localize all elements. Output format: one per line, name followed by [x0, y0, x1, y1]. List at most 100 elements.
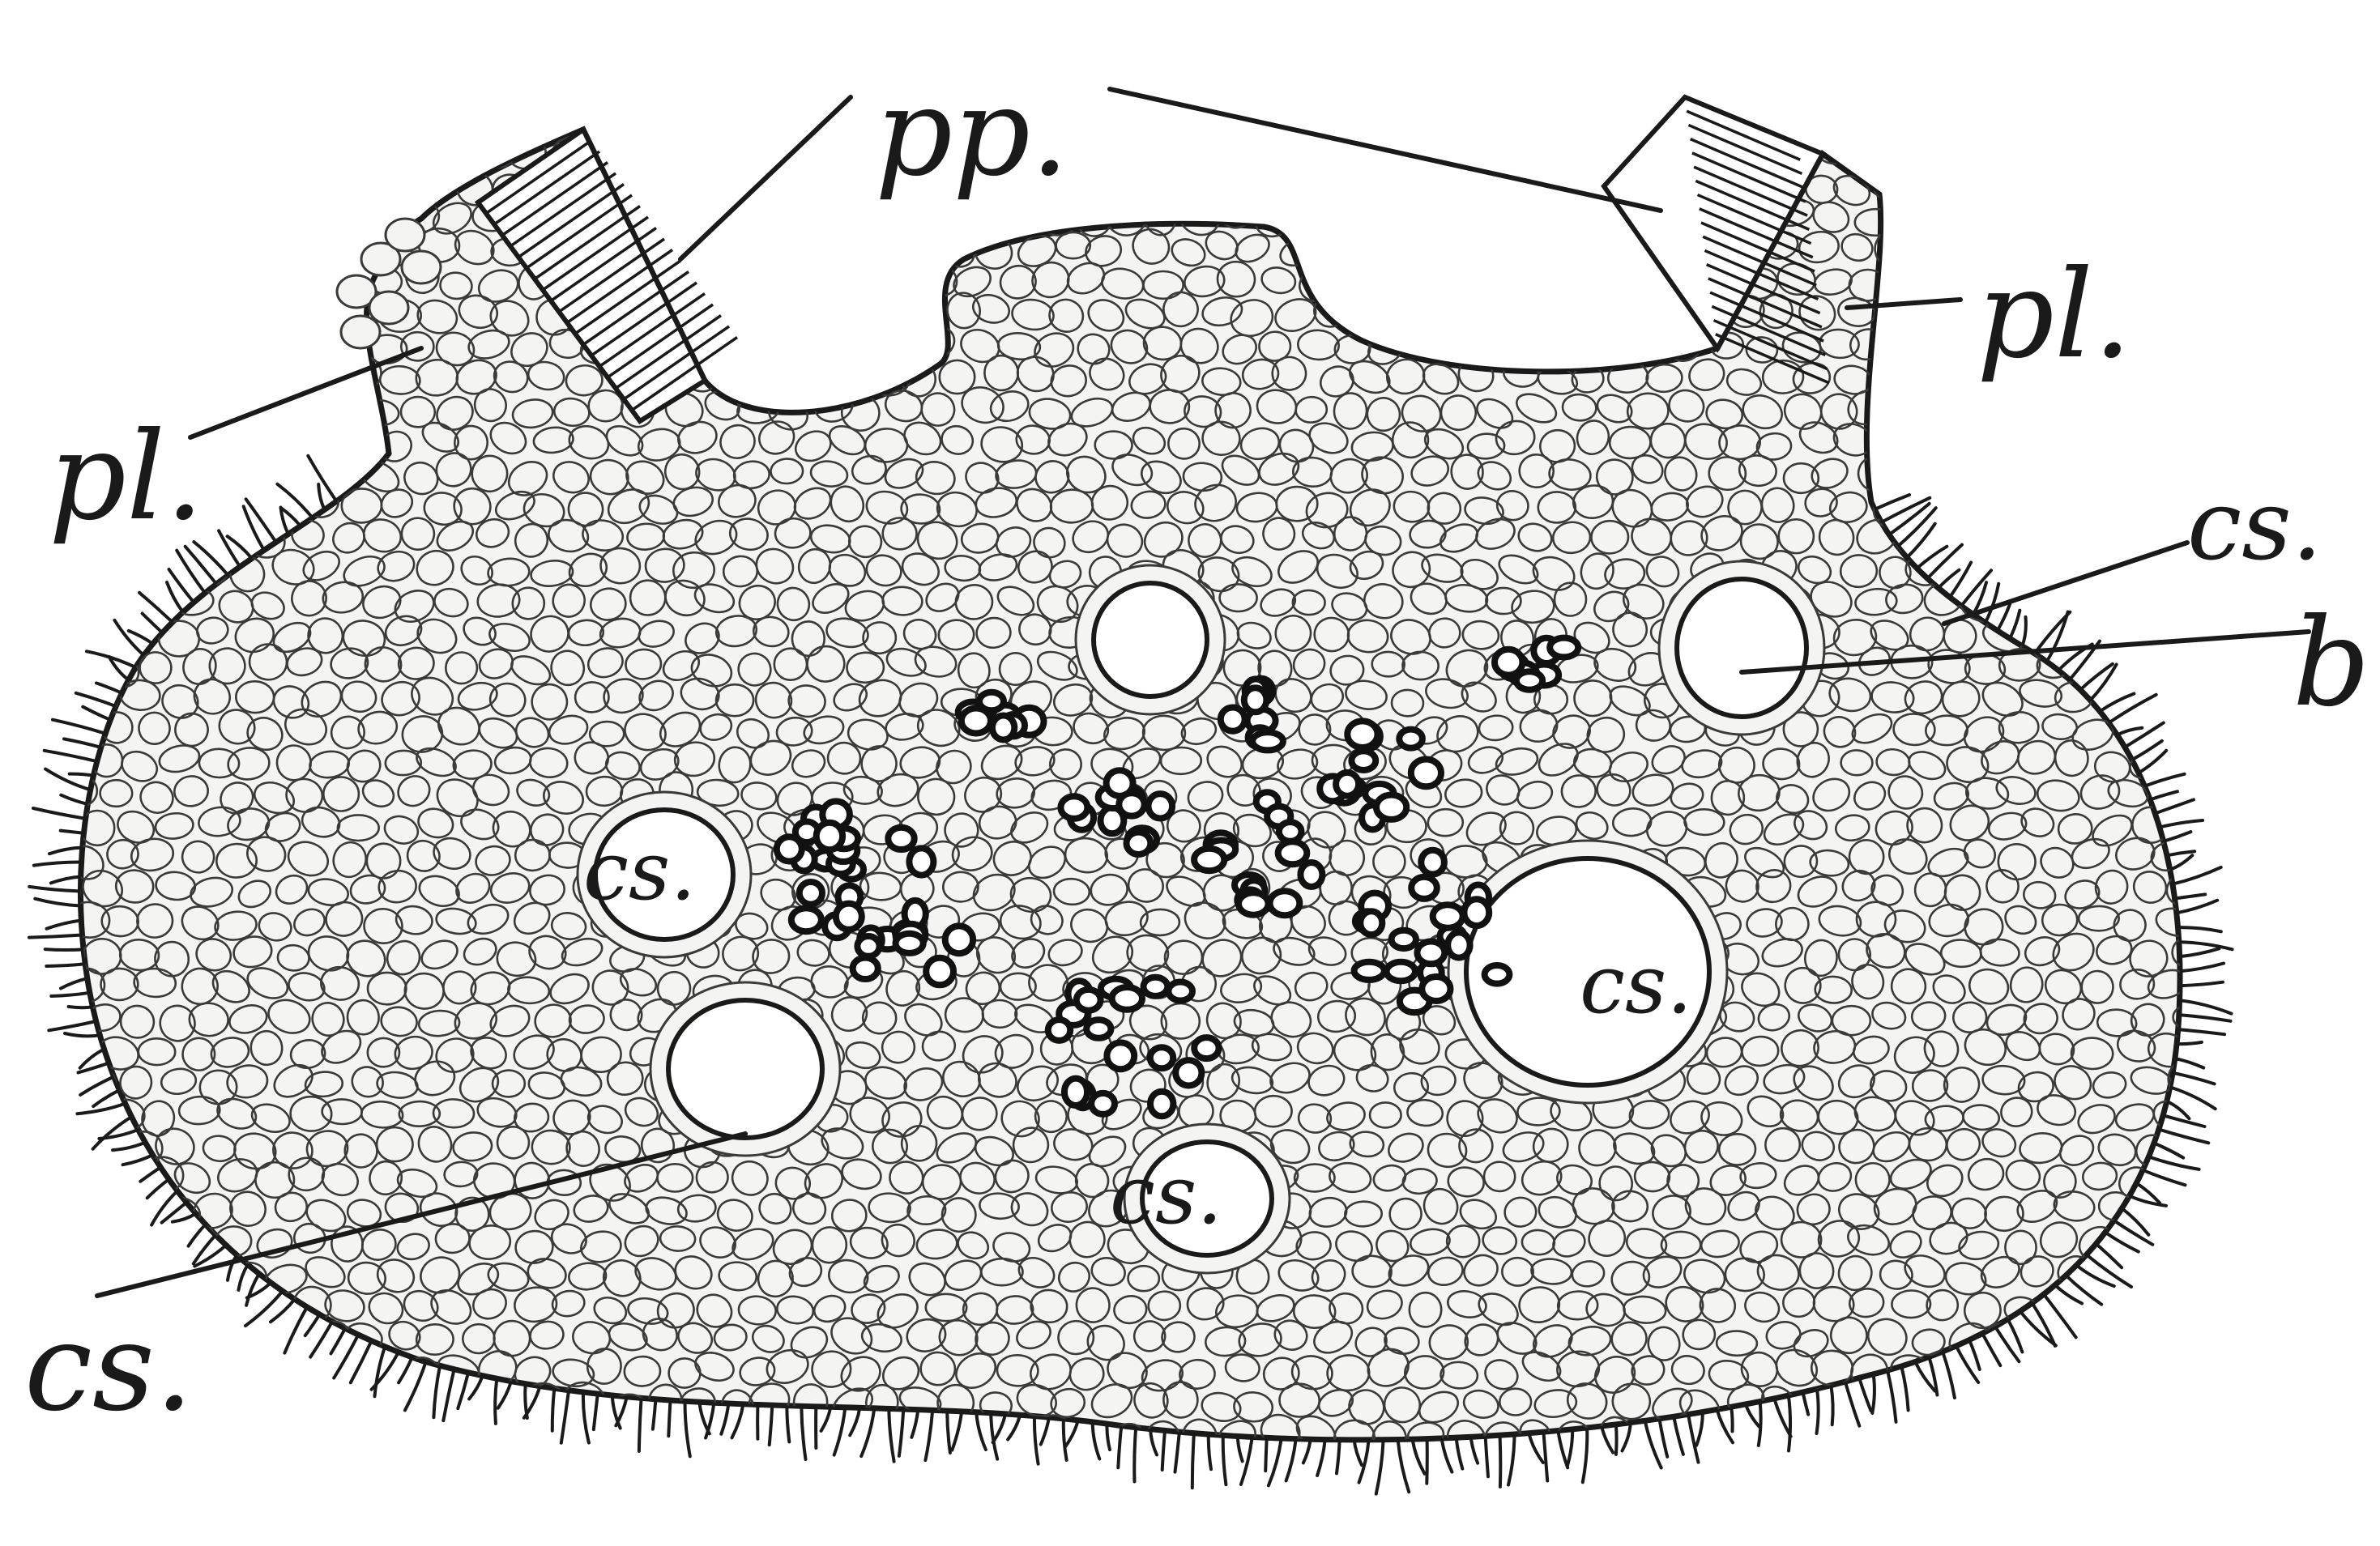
- cell: [639, 104, 680, 140]
- cell: [570, 1448, 609, 1489]
- cell: [1852, 131, 1902, 179]
- cell: [2167, 1188, 2214, 1229]
- hair: [2173, 1073, 2215, 1084]
- cell: [62, 200, 100, 232]
- cell: [159, 364, 198, 394]
- bundle-cell: [1278, 841, 1307, 864]
- hair: [685, 1401, 690, 1456]
- bundle-cell: [836, 904, 862, 930]
- cell: [713, 228, 753, 265]
- hair: [189, 1224, 206, 1246]
- bundle-cell: [1336, 773, 1358, 796]
- cell: [683, 109, 719, 139]
- cell: [1347, 165, 1396, 210]
- cell: [2191, 713, 2229, 744]
- cell: [454, 101, 496, 134]
- hair: [1688, 1414, 1699, 1462]
- cell: [1341, 109, 1388, 143]
- cell: [1521, 198, 1563, 229]
- cell: [1919, 130, 1964, 176]
- cell: [41, 615, 87, 654]
- bundle-cell: [1351, 751, 1376, 770]
- hair: [173, 1214, 196, 1222]
- cell: [1844, 1411, 1892, 1452]
- hair: [1696, 1412, 1703, 1446]
- hair: [45, 751, 97, 761]
- cell: [1262, 136, 1301, 173]
- cell: [1943, 421, 1983, 458]
- bundle-cell: [1150, 1092, 1173, 1117]
- hair: [1286, 1439, 1296, 1481]
- cell: [1533, 104, 1576, 144]
- hair: [2179, 1015, 2231, 1021]
- hair: [2076, 1265, 2114, 1286]
- cell: [2144, 393, 2190, 432]
- hair: [2154, 1144, 2183, 1158]
- cell: [306, 428, 345, 463]
- hair: [947, 1411, 950, 1453]
- cell: [181, 134, 222, 171]
- cell: [236, 168, 272, 200]
- cell: [1518, 326, 1563, 367]
- cell: [731, 130, 776, 169]
- hair: [2150, 791, 2177, 799]
- cell: [2037, 386, 2075, 423]
- hair: [1317, 1440, 1325, 1476]
- hair: [53, 720, 105, 734]
- hair: [889, 1408, 894, 1461]
- label-cs-inner-bottom: cs.: [1110, 1148, 1222, 1242]
- cell: [830, 169, 872, 211]
- cell: [2074, 455, 2113, 484]
- cell: [823, 104, 861, 143]
- cell: [1682, 1449, 1727, 1485]
- bundle-cell: [1064, 1079, 1087, 1105]
- cell: [1979, 1449, 2017, 1478]
- cell: [2075, 389, 2118, 432]
- bundle-cell: [1433, 905, 1463, 928]
- cell: [2115, 587, 2155, 624]
- cell: [2029, 1411, 2079, 1456]
- bundle-cell: [1150, 1047, 1173, 1068]
- cell: [208, 1354, 250, 1394]
- hair: [1789, 1395, 1790, 1450]
- cell: [1608, 96, 1653, 141]
- cell: [1052, 1452, 1089, 1487]
- cell: [1904, 1442, 1949, 1487]
- cell: [124, 296, 165, 336]
- cell: [1802, 107, 1835, 140]
- cell: [801, 137, 847, 175]
- cell: [69, 1097, 109, 1132]
- cell: [1478, 194, 1519, 233]
- cell: [2111, 139, 2149, 176]
- cell: [223, 1378, 274, 1425]
- cell: [733, 326, 770, 357]
- cell: [2160, 1447, 2210, 1495]
- cell: [2019, 421, 2057, 455]
- cell: [868, 233, 911, 270]
- cell: [1407, 262, 1445, 296]
- cell: [286, 264, 328, 297]
- hair: [61, 978, 87, 988]
- cell: [1929, 267, 1968, 302]
- cell: [317, 1412, 362, 1458]
- bundle-cell: [1252, 732, 1283, 750]
- bundle-cell: [979, 692, 1004, 711]
- bundle-cell: [992, 716, 1014, 740]
- cell: [1381, 231, 1421, 266]
- cell: [2182, 323, 2229, 364]
- cell: [1570, 230, 1612, 267]
- hair: [668, 1400, 670, 1436]
- cell: [1473, 262, 1522, 311]
- hair: [552, 1388, 555, 1430]
- hair: [2118, 728, 2143, 735]
- cell: [38, 355, 83, 399]
- hair: [1041, 1417, 1049, 1444]
- bundle-cell: [1048, 1020, 1070, 1041]
- cell: [2070, 581, 2113, 622]
- cell: [85, 559, 122, 589]
- hair: [305, 1314, 320, 1335]
- cell: [1981, 1385, 2021, 1422]
- cell: [1883, 330, 1927, 368]
- cell: [1508, 263, 1556, 308]
- cell: [2148, 1420, 2188, 1454]
